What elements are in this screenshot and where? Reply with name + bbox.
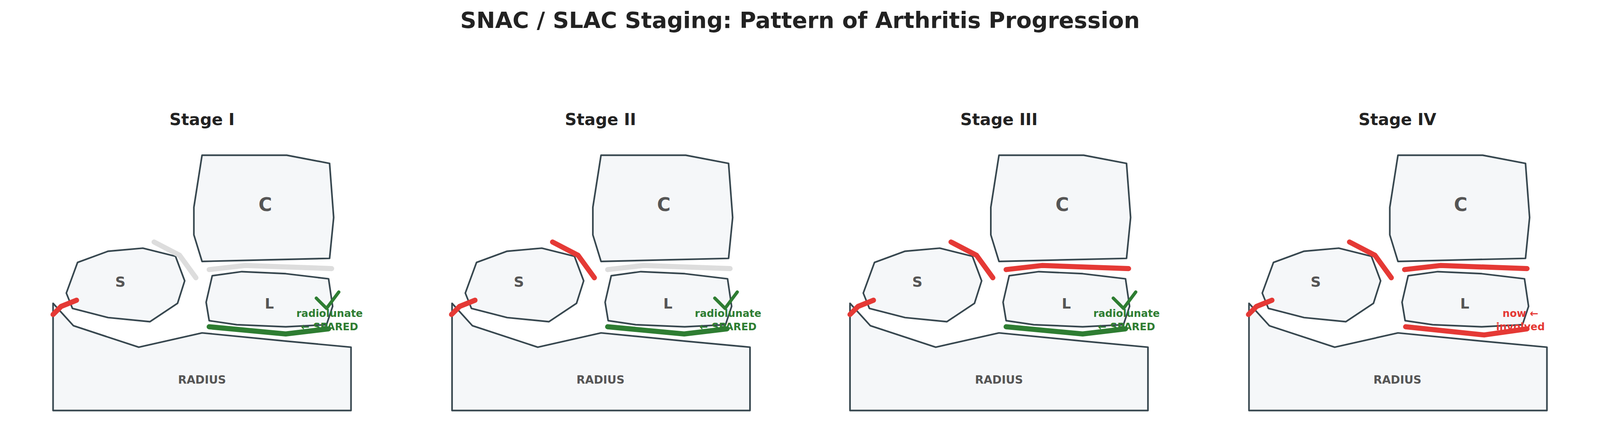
stage-heading: Stage II [565,109,637,130]
bone-label: RADIUS [576,372,625,387]
radius-bone: RADIUS [451,302,750,410]
check-mark [316,291,339,308]
stage-heading: Stage IV [1358,109,1437,130]
styloid-arthritis [451,300,475,315]
bone-label: S [1310,273,1322,290]
joint-note: radiolunate ← SPARED [290,307,369,333]
bone-label: L [1061,295,1071,312]
radius-bone: RADIUS [52,302,351,410]
bone-label: RADIUS [975,372,1023,387]
joint-note: radiolunate ← SPARED [1087,307,1166,333]
capitate-bone: C [193,155,334,262]
bone-outline [850,302,1148,410]
scaphocapitate-joint [1349,241,1392,278]
bone-label: L [265,295,275,312]
bone-shape [451,302,750,410]
capitate-bone: C [1389,155,1530,262]
scaphocapitate-joint [552,241,595,278]
capitolunate-joint [209,265,332,270]
bone-label: S [912,273,923,290]
bone-label: RADIUS [1373,372,1422,387]
bone-shape [193,155,334,262]
scaphoid-bone: S [465,247,584,322]
styloid-arthritis [850,300,874,315]
bone-label: L [1460,295,1470,312]
styloid-arthritis [1248,300,1272,315]
bone-shape [1261,247,1380,322]
radius-bone: RADIUS [850,302,1148,410]
bone-label: S [513,273,525,290]
bone-outline [451,302,750,410]
check-mark [1113,291,1136,308]
joint-note: radiolunate ← SPARED [689,307,767,333]
bone-label: C [258,193,273,215]
bone-shape [592,155,733,262]
capitate-bone: C [592,155,733,262]
bone-shape [66,247,185,322]
capitolunate-joint [1404,265,1528,270]
radius-bone: RADIUS [1248,302,1547,410]
bone-shape [52,302,351,410]
diagram-title: SNAC / SLAC Staging: Pattern of Arthriti… [460,7,1140,33]
bone-label: C [657,193,671,215]
stage-heading: Stage I [169,109,235,130]
stage-heading: Stage III [960,109,1038,130]
bone-outline [1248,302,1547,410]
bone-label: C [1055,193,1069,215]
scaphoid-bone: S [863,247,982,322]
bone-shape [863,247,982,322]
bone-shape [465,247,584,322]
bone-label: C [1454,193,1468,215]
bone-label: S [115,273,126,290]
scaphoid-bone: S [66,247,185,322]
bone-shape [850,302,1148,410]
bone-outline [52,302,351,410]
check-mark [715,291,738,308]
bone-shape [990,155,1131,262]
capitate-bone: C [990,155,1131,262]
bone-shape [1248,302,1547,410]
capitolunate-joint [607,265,730,270]
joint-note: now ← involved [1481,307,1560,333]
bone-shape [1389,155,1530,262]
capitolunate-joint [1006,265,1129,270]
styloid-arthritis [52,300,77,315]
bone-label: L [663,295,673,312]
bone-label: RADIUS [177,372,226,387]
scaphoid-bone: S [1261,247,1380,322]
scaphocapitate-joint [950,241,993,278]
scaphocapitate-joint [154,241,196,278]
